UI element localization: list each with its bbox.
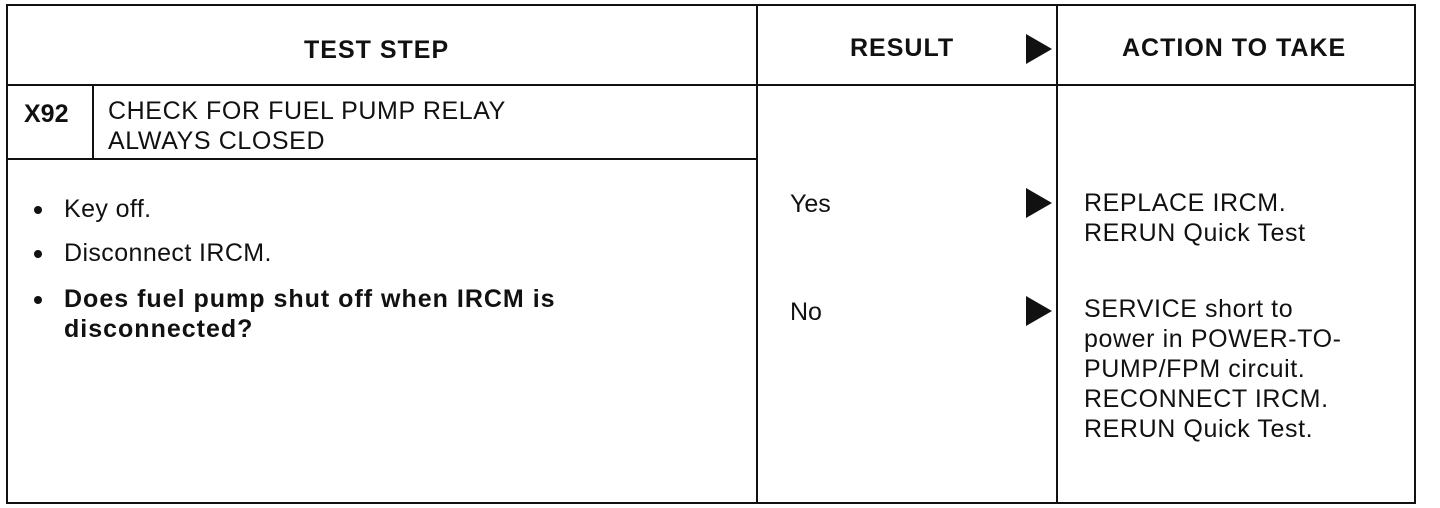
bullet-icon bbox=[34, 250, 42, 258]
action-line: SERVICE short to bbox=[1084, 295, 1294, 323]
instruction-text: Does fuel pump shut off when IRCM is dis… bbox=[64, 285, 556, 343]
instruction-text: Key off. bbox=[64, 195, 152, 223]
result-yes: Yes bbox=[790, 190, 831, 218]
header-action: ACTION TO TAKE bbox=[1122, 34, 1347, 62]
diagnostic-table: TEST STEP RESULT ACTION TO TAKE X92 CHEC… bbox=[6, 4, 1416, 504]
result-yes-arrow-icon bbox=[1026, 188, 1052, 218]
action-line: RERUN Quick Test. bbox=[1084, 415, 1314, 443]
step-title-line-2: ALWAYS CLOSED bbox=[108, 127, 326, 155]
instruction-text: Disconnect IRCM. bbox=[64, 239, 272, 267]
column-divider-action bbox=[1056, 6, 1058, 502]
result-no-arrow-icon bbox=[1026, 296, 1052, 326]
action-yes: REPLACE IRCM. RERUN Quick Test bbox=[1084, 188, 1404, 248]
action-line: RERUN Quick Test bbox=[1084, 219, 1306, 247]
instruction-question: Does fuel pump shut off when IRCM is dis… bbox=[34, 284, 664, 344]
action-line: power in POWER-TO- bbox=[1084, 325, 1342, 353]
action-line: REPLACE IRCM. bbox=[1084, 189, 1287, 217]
instruction-item: Key off. bbox=[34, 194, 744, 224]
step-title: CHECK FOR FUEL PUMP RELAY ALWAYS CLOSED bbox=[108, 96, 748, 156]
step-code: X92 bbox=[24, 100, 69, 128]
bullet-icon bbox=[34, 296, 42, 304]
action-no: SERVICE short to power in POWER-TO- PUMP… bbox=[1084, 294, 1404, 444]
step-title-line-1: CHECK FOR FUEL PUMP RELAY bbox=[108, 97, 506, 125]
step-title-divider bbox=[8, 158, 756, 160]
header-result: RESULT bbox=[850, 34, 955, 62]
action-line: PUMP/FPM circuit. bbox=[1084, 355, 1306, 383]
header-test-step: TEST STEP bbox=[304, 36, 450, 64]
result-no: No bbox=[790, 298, 822, 326]
header-divider bbox=[8, 84, 1414, 86]
instruction-item: Disconnect IRCM. bbox=[34, 238, 744, 268]
code-divider bbox=[92, 86, 94, 158]
action-line: RECONNECT IRCM. bbox=[1084, 385, 1329, 413]
column-divider-result bbox=[756, 6, 758, 502]
header-arrow-icon bbox=[1026, 34, 1052, 64]
bullet-icon bbox=[34, 206, 42, 214]
